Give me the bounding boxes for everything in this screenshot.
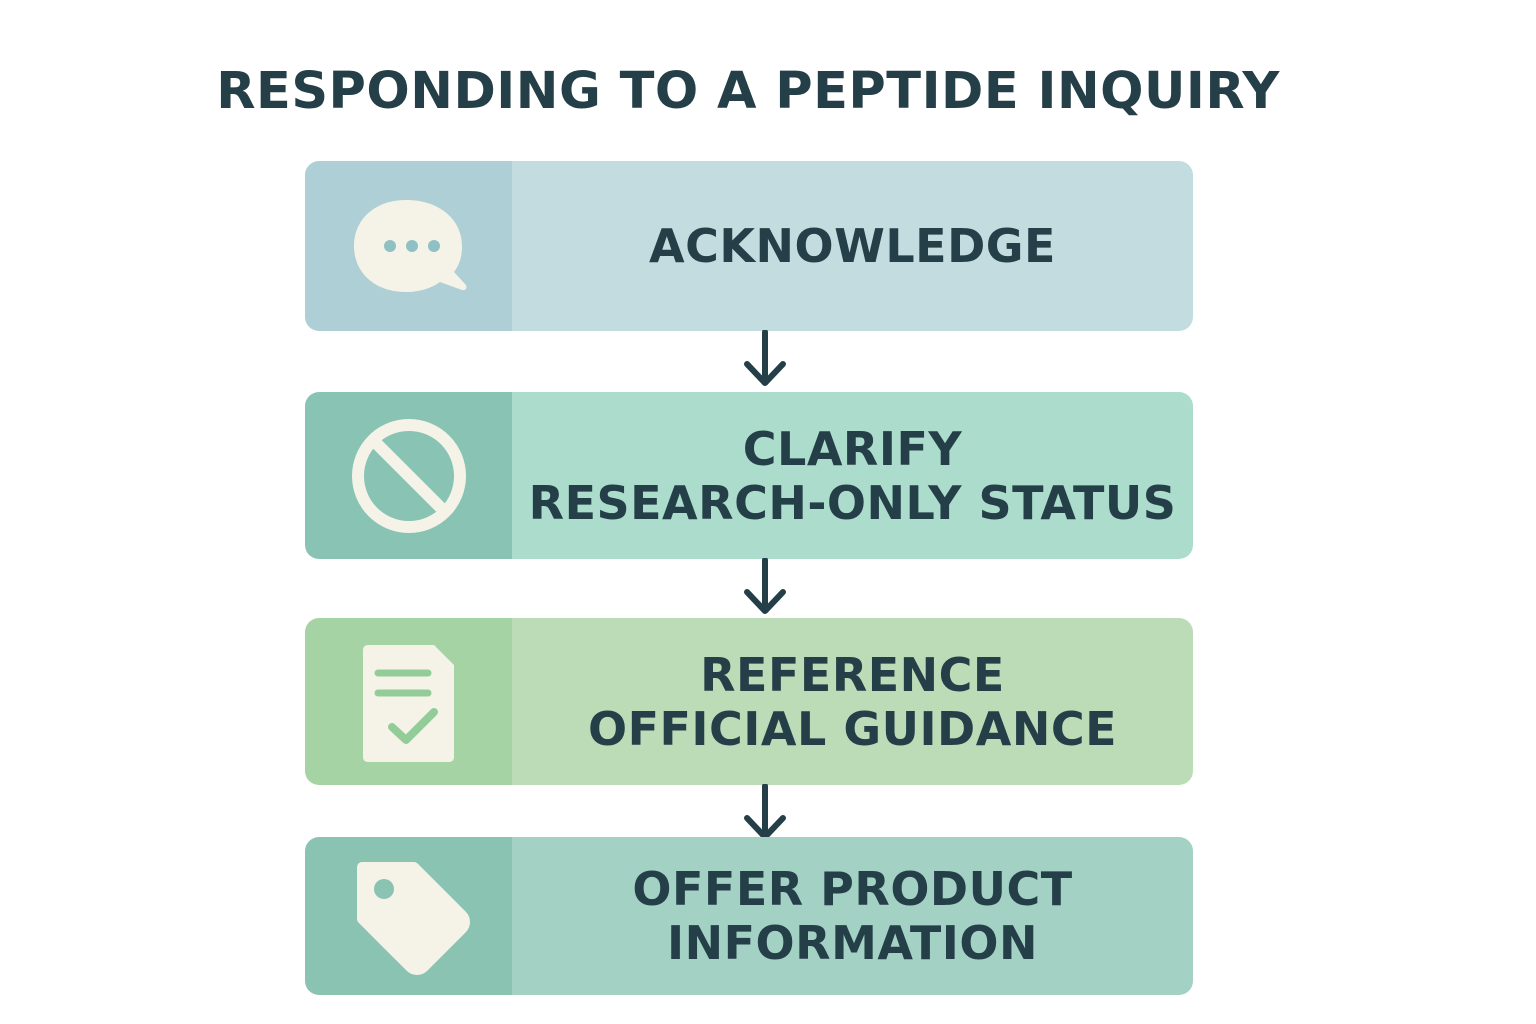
step-label: ACKNOWLEDGE — [649, 219, 1056, 273]
diagram-title: RESPONDING TO A PEPTIDE INQUIRY — [216, 62, 1280, 121]
step-icon-panel — [305, 837, 512, 995]
step-label: OFFICIAL GUIDANCE — [587, 701, 1118, 756]
step-label-panel: REFERENCE OFFICIAL GUIDANCE — [512, 618, 1193, 785]
step-label-panel: ACKNOWLEDGE — [512, 161, 1193, 331]
step-label: OFFER PRODUCT — [632, 862, 1073, 916]
step-icon-panel — [305, 618, 512, 785]
arrow-down-icon — [744, 558, 786, 614]
step-acknowledge: ACKNOWLEDGE — [305, 161, 1193, 331]
step-label: INFORMATION — [667, 916, 1038, 970]
step-icon-panel — [305, 392, 512, 559]
step-offer: OFFER PRODUCT INFORMATION — [305, 837, 1193, 995]
document-check-icon — [362, 644, 454, 762]
step-icon-panel — [305, 161, 512, 331]
step-label: CLARIFY — [742, 421, 963, 476]
speech-bubble-icon — [353, 200, 466, 292]
step-label: REFERENCE — [700, 647, 1005, 702]
arrow-down-icon — [744, 784, 786, 840]
arrow-down-icon — [744, 330, 786, 386]
prohibited-icon — [351, 418, 466, 533]
step-label-panel: OFFER PRODUCT INFORMATION — [512, 837, 1193, 995]
step-label: RESEARCH-ONLY STATUS — [528, 475, 1177, 530]
step-label-panel: CLARIFY RESEARCH-ONLY STATUS — [512, 392, 1193, 559]
step-clarify: CLARIFY RESEARCH-ONLY STATUS — [305, 392, 1193, 559]
price-tag-icon — [356, 862, 470, 975]
step-reference: REFERENCE OFFICIAL GUIDANCE — [305, 618, 1193, 785]
